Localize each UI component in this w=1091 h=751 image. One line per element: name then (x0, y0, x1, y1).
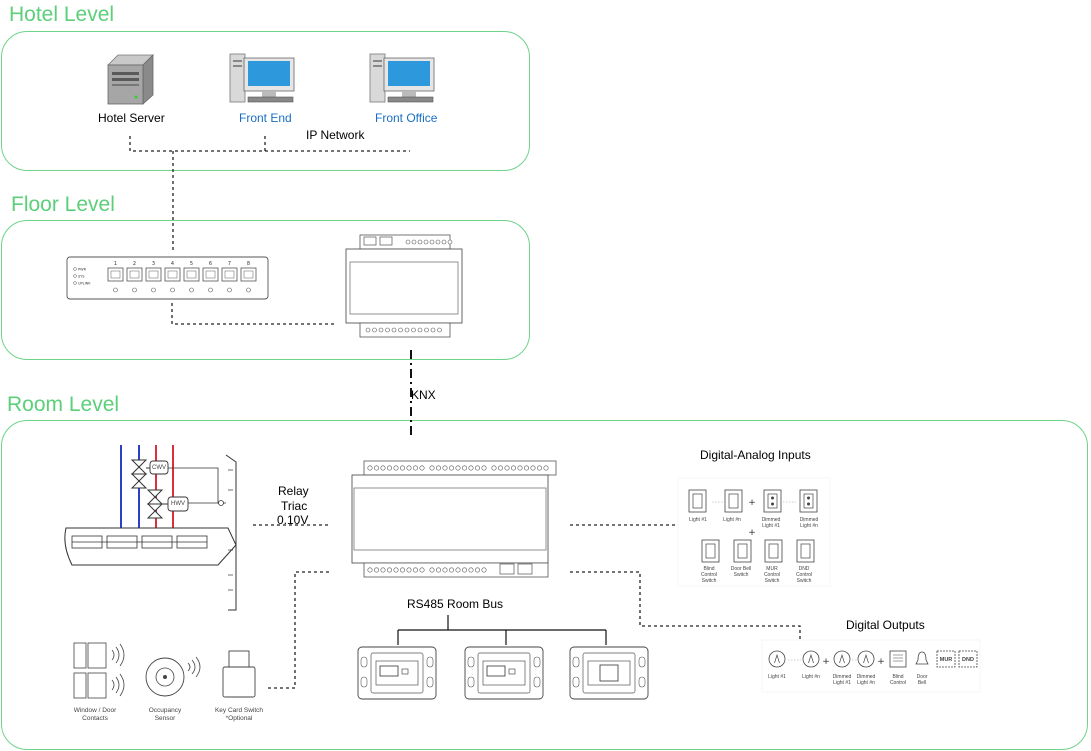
input-label: Dimmed Light #1 (761, 517, 781, 529)
light-bulb-icon (768, 650, 786, 668)
switch-port: 5 (183, 261, 200, 293)
hotel-server-label: Hotel Server (98, 111, 165, 125)
switch-port: 3 (145, 261, 162, 293)
front-end-label: Front End (239, 111, 292, 125)
inputs-title: Digital-Analog Inputs (700, 448, 811, 462)
hotel-level-title: Hotel Level (9, 3, 115, 26)
svg-text:+: + (748, 528, 756, 538)
blind-icon (889, 650, 907, 668)
switch-port-number: 6 (209, 261, 212, 267)
keycard-label: Key Card Switch (214, 707, 264, 714)
room-keypad-icon (357, 646, 437, 700)
switch-port-number: 3 (152, 261, 155, 267)
key-card-switch-icon (222, 650, 256, 698)
input-label: Light #1 (689, 517, 707, 523)
room-level-panel (1, 420, 1088, 750)
input-switch-icon (763, 489, 782, 513)
floor-level-title: Floor Level (11, 193, 115, 216)
input-label: DND Control Switch (795, 566, 813, 584)
room-keypad-icon (464, 646, 544, 700)
switch-led-label: UPLINK (78, 282, 91, 286)
dnd-icon (958, 650, 978, 668)
triac-label: Triac (281, 499, 308, 513)
input-switch-icon (688, 489, 707, 513)
input-switch-icon (733, 539, 752, 563)
light-bulb-icon (833, 650, 851, 668)
switch-port-number: 1 (114, 261, 117, 267)
keycard-note: *Optional (225, 715, 253, 722)
rs485-bus-label: RS485 Room Bus (407, 597, 504, 611)
room-panels (357, 646, 649, 700)
output-label: Dimmed Light #n (856, 674, 876, 686)
switch-port-number: 8 (247, 261, 250, 267)
cwv-label: CWV (152, 465, 166, 471)
front-office-computer-icon (369, 53, 435, 103)
input-label: Light #n (723, 517, 741, 523)
front-office-label: Front Office (375, 111, 438, 125)
window-door-label: Window / Door Contacts (73, 707, 117, 722)
fan-coil-unit-icon (64, 445, 237, 611)
input-switch-icon (796, 539, 815, 563)
floor-controller-icon (345, 234, 463, 338)
input-label: Blind Control Switch (700, 566, 718, 584)
input-label: Dimmed Light #n (799, 517, 819, 529)
input-label: Door Bell Switch (730, 566, 752, 578)
output-label: Light #n (802, 674, 820, 680)
svg-text:+: + (822, 657, 830, 667)
switch-port-number: 7 (228, 261, 231, 267)
relay-label: Relay (278, 484, 309, 498)
switch-port: 6 (202, 261, 219, 293)
switch-port: 4 (164, 261, 181, 293)
hotel-level-panel (1, 31, 530, 171)
output-label: Blind Control (889, 674, 907, 686)
front-end-computer-icon (229, 53, 295, 103)
output-label: Dimmed Light #1 (832, 674, 852, 686)
occupancy-label: Occupancy Sensor (148, 707, 182, 722)
input-switch-icon (799, 489, 818, 513)
switch-port: 8 (240, 261, 257, 293)
knx-label: KNX (411, 388, 436, 402)
outputs-title: Digital Outputs (846, 618, 925, 632)
input-label: MUR Control Switch (763, 566, 781, 584)
output-label: Door Bell (916, 674, 928, 686)
mur-icon (936, 650, 956, 668)
input-switch-icon (764, 539, 783, 563)
switch-port-number: 4 (171, 261, 174, 267)
analog-label: 0.10V (277, 513, 309, 527)
floor-level-panel (1, 220, 530, 360)
switch-port: 1 (107, 261, 124, 293)
input-switch-icon (724, 489, 743, 513)
output-label: Light #1 (768, 674, 786, 680)
occupancy-sensor-icon (145, 656, 201, 697)
inputs-panel: + + (677, 477, 831, 587)
dnd-badge: DND (962, 657, 974, 663)
switch-port: 7 (221, 261, 238, 293)
svg-text:+: + (877, 657, 885, 667)
svg-text:+: + (748, 498, 756, 508)
switch-port-number: 2 (133, 261, 136, 267)
room-keypad-icon (569, 646, 649, 700)
ip-network-label: IP Network (306, 128, 365, 142)
switch-led-label: PWR (78, 268, 87, 272)
light-bulb-icon (802, 650, 820, 668)
room-controller-icon (351, 460, 557, 578)
hwv-label: HWV (171, 501, 185, 507)
outputs-panel: + + (761, 639, 981, 693)
switch-port-number: 5 (190, 261, 193, 267)
mur-badge: MUR (939, 657, 953, 663)
light-bulb-icon (857, 650, 875, 668)
window-door-contacts-icon (73, 642, 125, 699)
bell-icon (915, 651, 929, 665)
input-switch-icon (701, 539, 720, 563)
switch-led-label: SYS (78, 275, 85, 279)
server-icon (107, 54, 154, 105)
switch-port: 2 (126, 261, 143, 293)
room-level-title: Room Level (7, 393, 120, 416)
